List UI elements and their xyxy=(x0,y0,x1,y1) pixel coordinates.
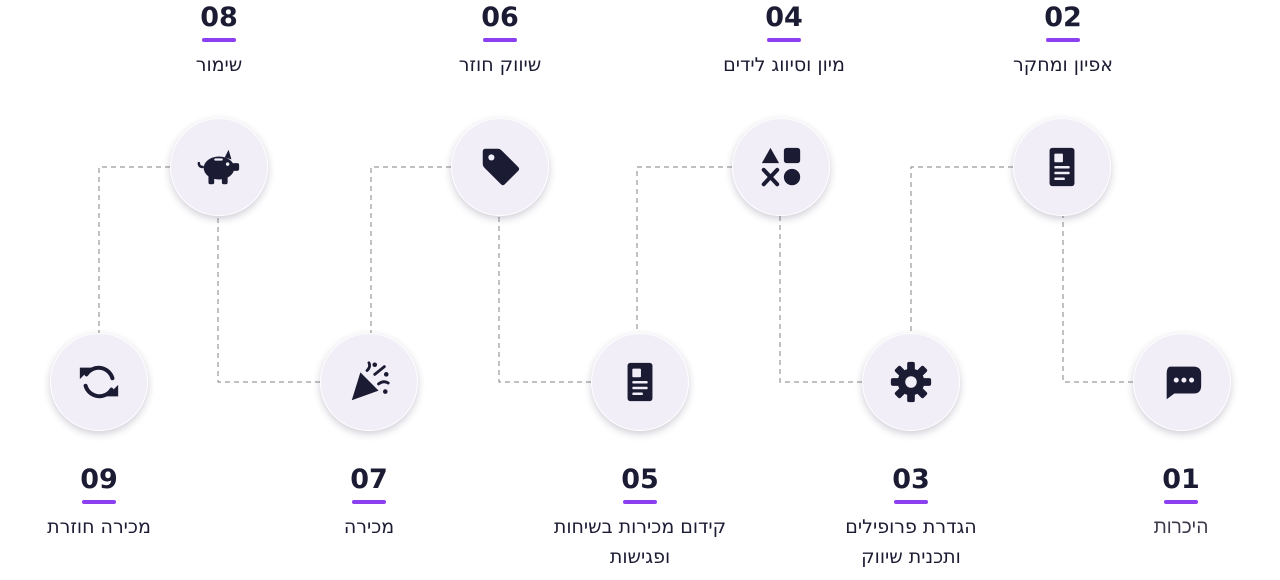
step-02-circle xyxy=(1013,118,1111,216)
step-underline xyxy=(202,38,236,42)
step-02: 02 אפיון ומחקר xyxy=(943,2,1183,80)
step-label: קידום מכירות בשיחות ופגישות xyxy=(553,516,727,568)
step-label: הגדרת פרופילים ותכנית שיווק xyxy=(845,516,977,568)
step-03: 03 הגדרת פרופילים ותכנית שיווק xyxy=(791,464,1031,572)
step-underline xyxy=(1046,38,1080,42)
step-number: 02 xyxy=(1044,2,1082,33)
step-label: היכרות xyxy=(1153,516,1209,538)
chat-bubble-icon xyxy=(1166,366,1202,400)
document-icon xyxy=(627,362,653,402)
step-number: 01 xyxy=(1162,464,1200,495)
step-underline xyxy=(894,500,928,504)
step-number: 06 xyxy=(481,2,519,33)
shapes-icon xyxy=(761,147,801,187)
piggy-bank-icon xyxy=(197,149,240,185)
step-number: 07 xyxy=(350,464,388,495)
step-07-circle xyxy=(320,333,418,431)
step-number: 03 xyxy=(892,464,930,495)
step-08: 08 שימור xyxy=(99,2,339,80)
step-label: שיווק חוזר xyxy=(458,54,542,76)
step-03-circle xyxy=(862,333,960,431)
step-01-circle xyxy=(1133,333,1231,431)
step-number: 04 xyxy=(765,2,803,33)
step-04-circle xyxy=(732,118,830,216)
party-popper-icon xyxy=(351,361,390,401)
step-06: 06 שיווק חוזר xyxy=(380,2,620,80)
step-08-circle xyxy=(170,118,268,216)
connector-05-06 xyxy=(498,216,591,383)
connector-08-09 xyxy=(98,166,170,333)
step-number: 09 xyxy=(80,464,118,495)
refresh-icon xyxy=(79,365,119,399)
step-06-circle xyxy=(451,118,549,216)
step-underline xyxy=(352,500,386,504)
step-label: מכירה חוזרת xyxy=(47,516,151,538)
connector-03-04 xyxy=(779,216,862,383)
step-label: מיון וסיווג לידים xyxy=(723,54,845,76)
step-underline xyxy=(483,38,517,42)
gear-icon xyxy=(890,361,932,403)
step-04: 04 מיון וסיווג לידים xyxy=(664,2,904,80)
step-09-circle xyxy=(50,333,148,431)
step-number: 05 xyxy=(621,464,659,495)
step-05-circle xyxy=(591,333,689,431)
step-09: 09 מכירה חוזרת xyxy=(0,464,219,542)
step-underline xyxy=(623,500,657,504)
connector-02-03 xyxy=(910,166,1013,333)
connector-01-02 xyxy=(1062,216,1133,383)
tag-icon xyxy=(482,148,520,186)
step-underline xyxy=(82,500,116,504)
step-label: אפיון ומחקר xyxy=(1013,54,1113,76)
step-01: 01 היכרות xyxy=(1061,464,1280,542)
document-icon xyxy=(1049,147,1075,187)
connector-07-08 xyxy=(217,216,320,383)
step-label: מכירה xyxy=(343,516,395,538)
step-05: 05 קידום מכירות בשיחות ופגישות xyxy=(520,464,760,572)
step-07: 07 מכירה xyxy=(249,464,489,542)
step-underline xyxy=(1164,500,1198,504)
connector-04-05 xyxy=(636,166,732,333)
step-underline xyxy=(767,38,801,42)
connector-06-07 xyxy=(370,166,451,333)
step-label: שימור xyxy=(195,54,243,76)
step-number: 08 xyxy=(200,2,238,33)
